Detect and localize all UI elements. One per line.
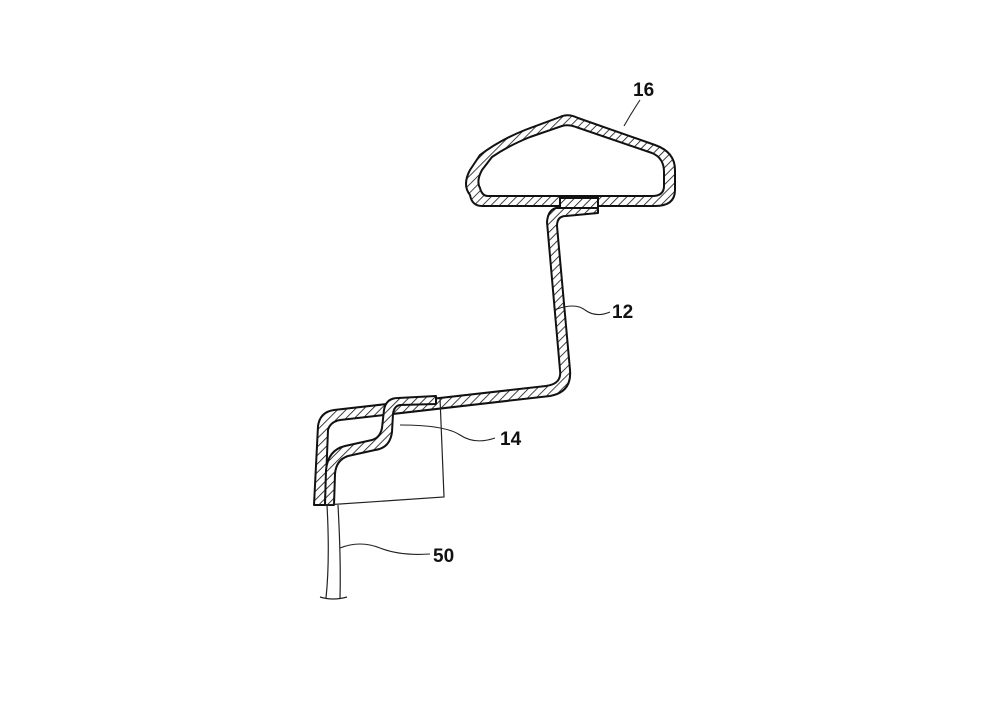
leader-12 (553, 305, 611, 316)
label-14: 14 (500, 429, 522, 450)
block-outline (324, 397, 445, 506)
leader-14 (399, 424, 496, 442)
leader-16 (623, 99, 641, 127)
label-12: 12 (612, 302, 633, 323)
label-50: 50 (433, 546, 454, 567)
part-50-strip (319, 504, 348, 600)
part-16-profile (465, 114, 676, 207)
label-16: 16 (633, 80, 654, 101)
leader-50 (339, 543, 431, 555)
part-12-bracket (313, 197, 599, 506)
part-14-liner (324, 395, 437, 506)
